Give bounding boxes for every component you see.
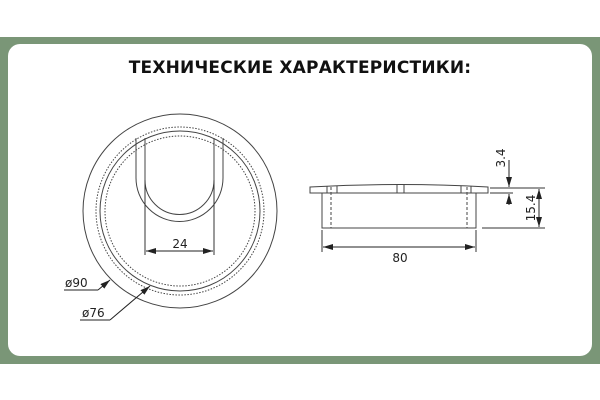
page-title: ТЕХНИЧЕСКИЕ ХАРАКТЕРИСТИКИ: [128, 58, 472, 78]
rim-dotted [95, 126, 265, 296]
lid-profile [309, 184, 489, 194]
side-view [309, 160, 545, 252]
body-profile [321, 192, 477, 229]
outer-rim [82, 113, 278, 309]
dim-76-label: ø76 [82, 306, 105, 320]
inner-dotted [104, 135, 256, 287]
slot-outer [135, 138, 224, 222]
top-view [64, 113, 278, 321]
inner-rim [99, 130, 261, 292]
dim-24-label: 24 [172, 237, 187, 251]
dim-15-4-label: 15.4 [524, 195, 538, 222]
slot-inner [144, 138, 215, 215]
dim-80-label: 80 [392, 251, 407, 265]
dim-3-4-label: 3.4 [494, 148, 508, 167]
dim-90-leader [97, 279, 111, 291]
dim-76-leader [109, 285, 151, 321]
dim-90-label: ø90 [65, 276, 88, 290]
